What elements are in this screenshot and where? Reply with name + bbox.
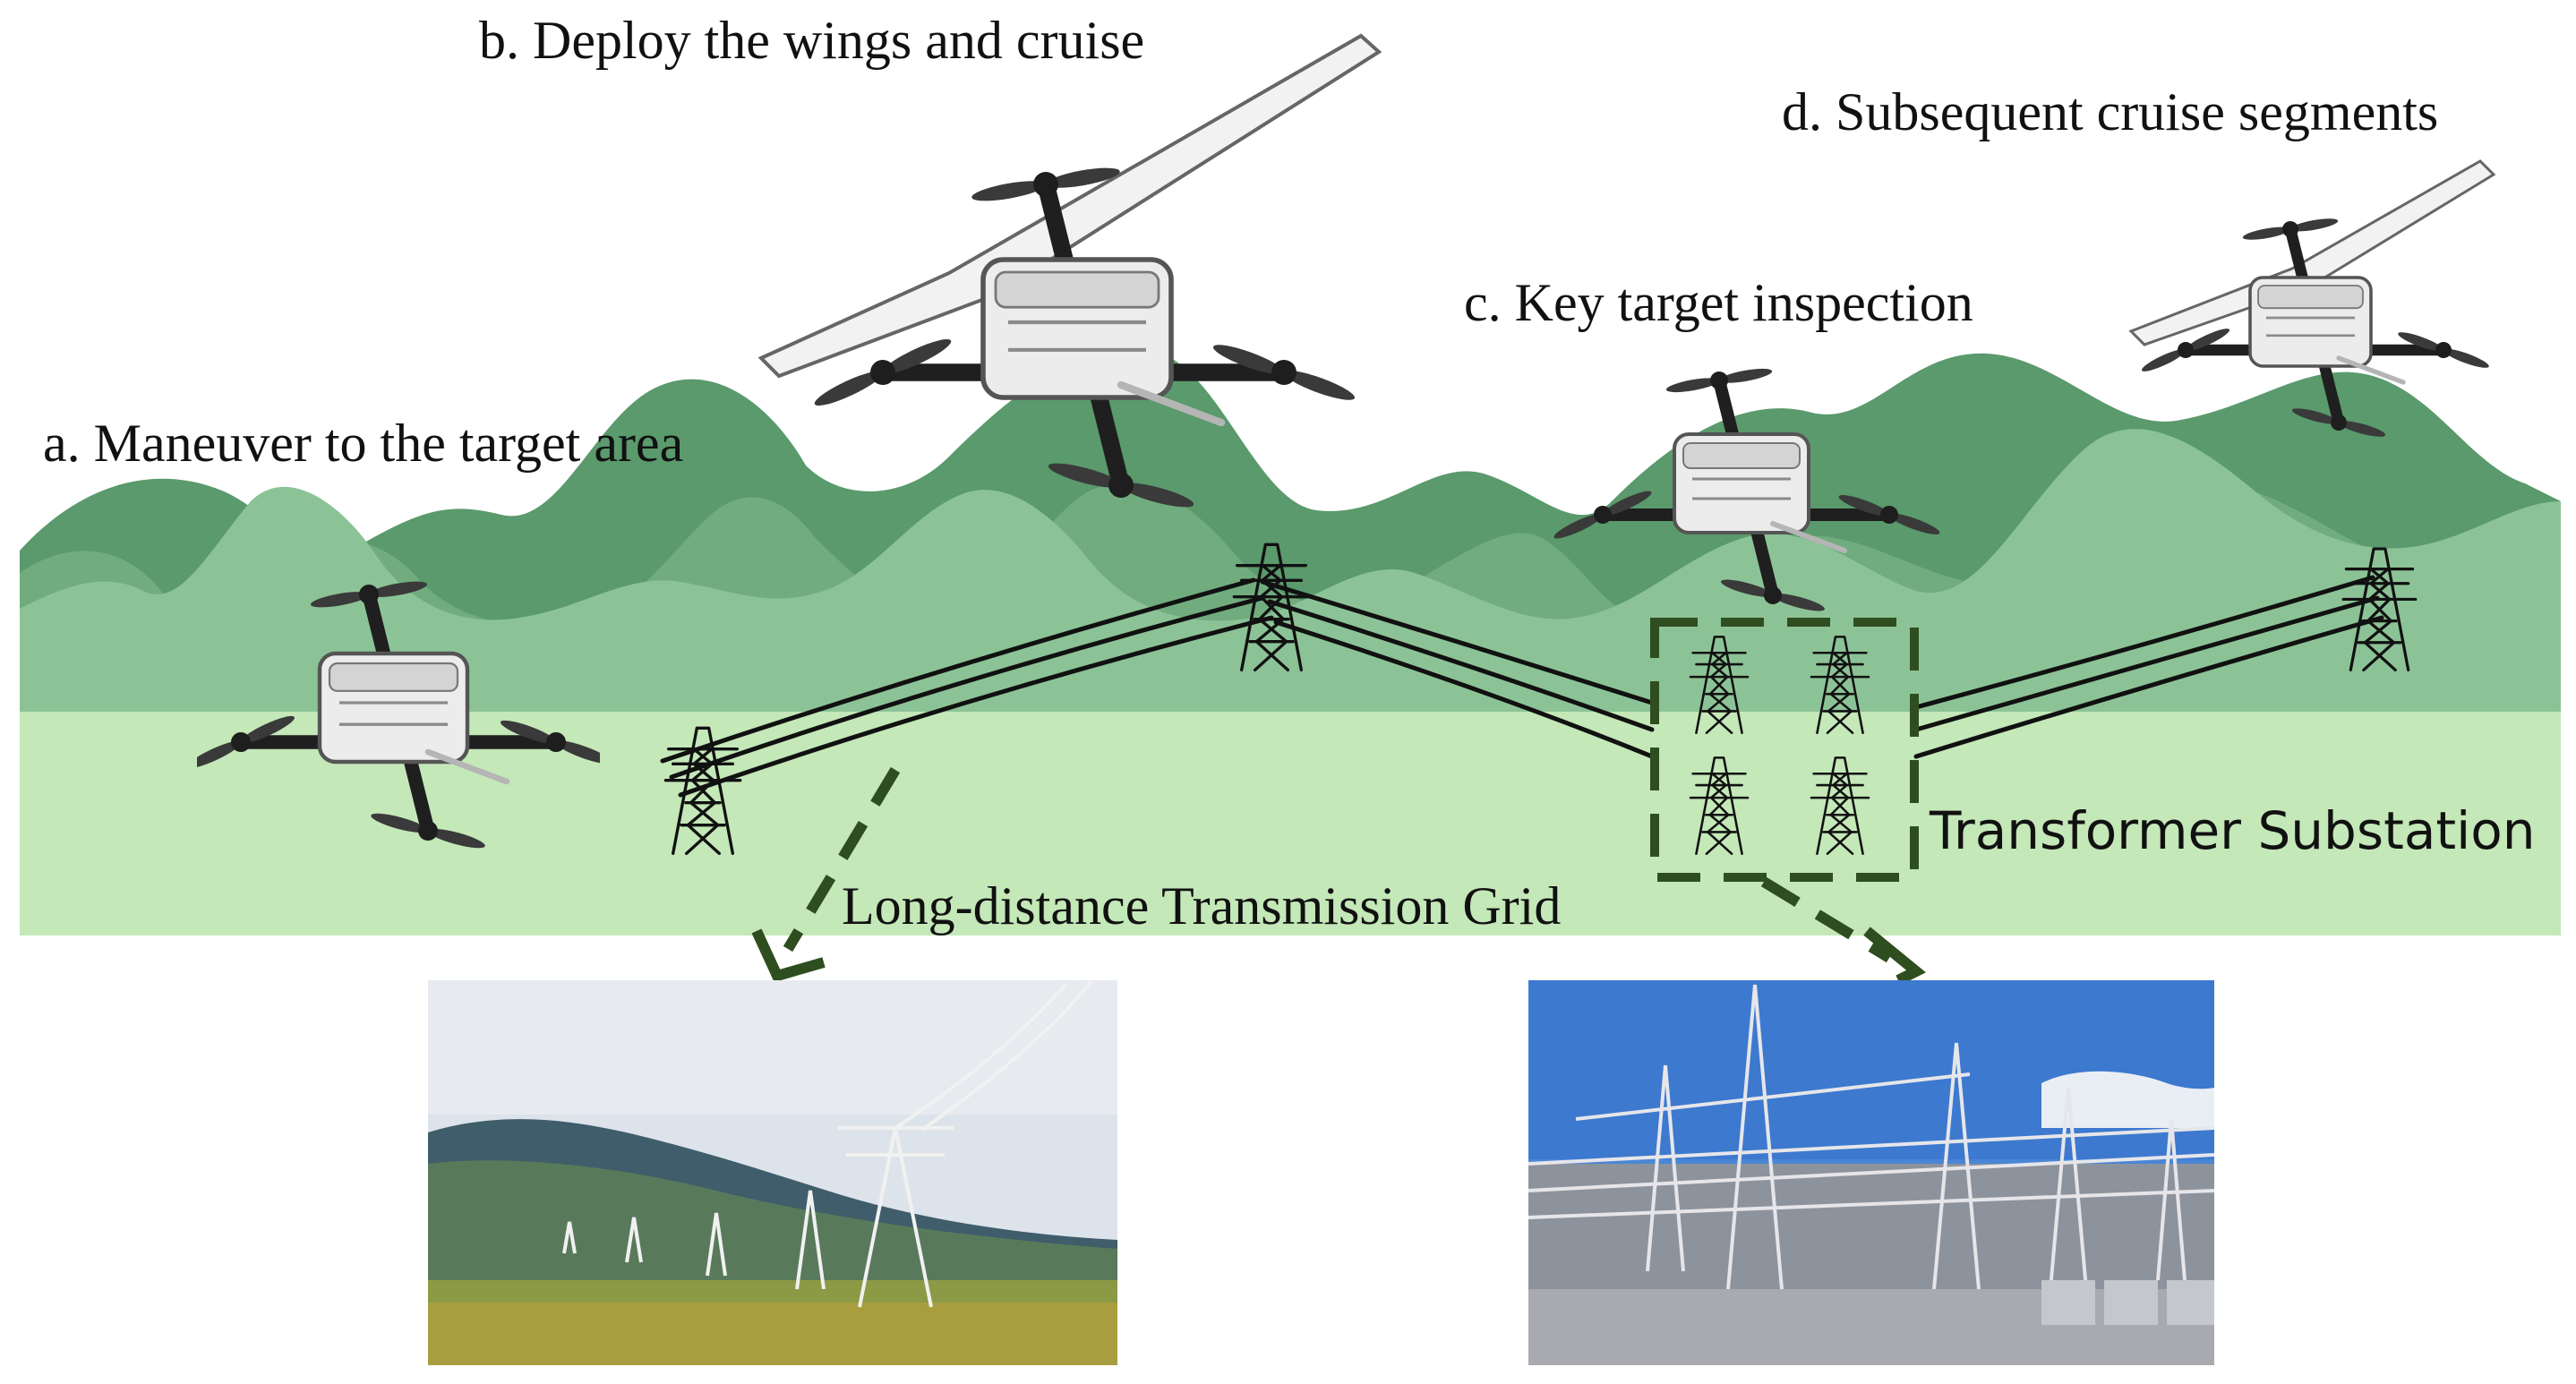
stage-label-b: b. Deploy the wings and cruise	[479, 11, 1144, 70]
transmission-lines	[660, 575, 2384, 798]
stage-label-a: a. Maneuver to the target area	[43, 414, 683, 473]
drone-d	[2128, 159, 2496, 443]
drone-b	[757, 33, 1382, 517]
substation-label: Transformer Substation	[1929, 800, 2535, 861]
grid-label: Long-distance Transmission Grid	[842, 876, 1561, 935]
fixed-wing-drone-wing	[757, 33, 1382, 379]
transmission-lines-grassland-photo	[428, 978, 1117, 1365]
stage-label-d: d. Subsequent cruise segments	[1782, 82, 2438, 141]
stage-label-c: c. Key target inspection	[1464, 273, 1973, 332]
substation-arrow	[1760, 876, 1926, 986]
electrical-substation-photo	[1528, 980, 2215, 1365]
grid-arrow	[751, 766, 901, 983]
fixed-wing-drone-wing	[2128, 159, 2496, 346]
mountain-range-front	[20, 429, 2561, 734]
substation-highlight-box	[1650, 618, 1919, 882]
